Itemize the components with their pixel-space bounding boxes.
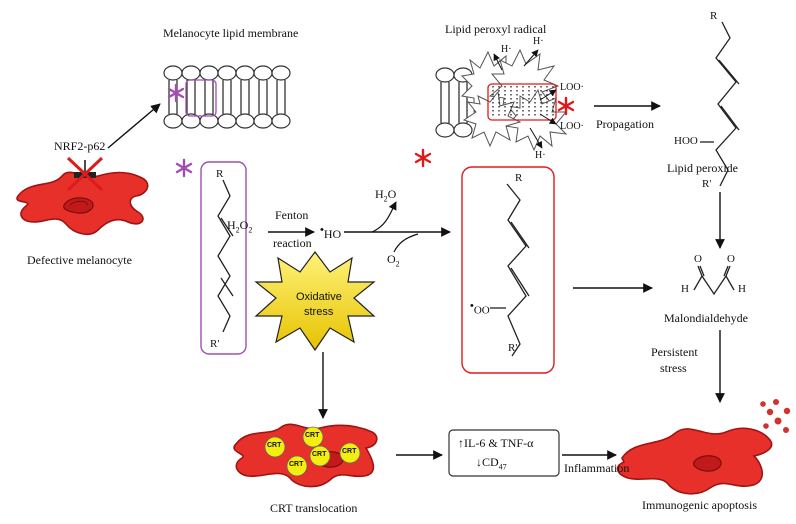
r-label-peroxyl: R <box>515 172 523 184</box>
mda-o-left: O <box>694 253 702 265</box>
arrow-water-out <box>371 201 397 233</box>
h-dot-2: H· <box>533 36 544 47</box>
persistent-label-2: stress <box>660 361 687 375</box>
inhibition-cross-icon <box>66 156 104 192</box>
asterisk-red-icon <box>557 96 575 116</box>
crt-badge-5: CRT <box>289 461 304 468</box>
r-label-purple: R <box>216 168 224 180</box>
asterisk-red-icon <box>414 148 432 168</box>
cytokine-box <box>448 429 560 477</box>
lipid-peroxide-label: Lipid peroxide <box>667 161 738 175</box>
h2o-label: H2O <box>375 187 397 204</box>
immunogenic-apoptosis-label: Immunogenic apoptosis <box>642 498 757 512</box>
inflammation-label: Inflammation <box>564 461 630 475</box>
fenton-label-2: reaction <box>273 236 312 250</box>
r-label-peroxide: R <box>710 10 718 22</box>
defective-melanocyte-label: Defective melanocyte <box>27 253 132 267</box>
asterisk-purple-icon <box>175 158 193 178</box>
peroxyl-title: Lipid peroxyl radical <box>445 22 547 36</box>
peroxyl-lipid-structure <box>461 166 555 374</box>
peroxyl-oo-label: •OO <box>470 300 490 317</box>
oxidative-label-2: stress <box>304 306 334 318</box>
malondialdehyde-label: Malondialdehyde <box>664 311 748 325</box>
crt-badge-1: CRT <box>267 442 282 449</box>
arrow-oxygen-in <box>393 233 419 253</box>
hydroxyl-label: •HO <box>320 224 342 241</box>
cytokine-label: ↑IL-6 & TNF-α <box>458 436 534 450</box>
mda-h-left: H <box>681 283 689 295</box>
cd47-label: ↓CD47 <box>476 455 507 472</box>
lipid-peroxide-structure <box>700 21 740 187</box>
asterisk-purple-icon <box>167 83 185 103</box>
membrane-title: Melanocyte lipid membrane <box>163 26 299 40</box>
peroxyl-membrane <box>435 48 568 152</box>
h2o2-label: H2O2 <box>227 218 253 235</box>
hoo-label: HOO <box>674 135 698 147</box>
fenton-label-1: Fenton <box>275 208 309 222</box>
crt-badge-2: CRT <box>305 432 320 439</box>
apoptotic-cell <box>616 399 791 495</box>
oxidative-label-1: Oxidative <box>296 291 342 303</box>
rprime-label-peroxide: R' <box>702 178 712 190</box>
crt-badge-3: CRT <box>312 451 327 458</box>
propagation-label: Propagation <box>596 117 654 131</box>
mda-h-right: H <box>738 283 746 295</box>
lipid-structure-purple <box>200 161 247 355</box>
rprime-label-peroxyl: R' <box>508 342 518 354</box>
starburst-icon <box>254 251 376 352</box>
crt-translocation-label: CRT translocation <box>270 501 358 515</box>
arrow-cell-to-membrane <box>107 103 161 149</box>
loo-label-2: LOO· <box>560 121 584 132</box>
h-dot-3: H· <box>535 150 546 161</box>
rprime-label-purple: R' <box>210 338 220 350</box>
melanocyte-membrane <box>163 65 291 129</box>
nrf2-label: NRF2-p62 <box>54 139 106 153</box>
crt-translocation-cell <box>233 423 378 488</box>
defective-melanocyte-cell <box>16 171 149 236</box>
persistent-label-1: Persistent <box>651 345 698 359</box>
malondialdehyde-structure <box>693 265 735 296</box>
crt-badge-4: CRT <box>342 448 357 455</box>
h-dot-1: H· <box>501 44 512 55</box>
loo-label-1: LOO· <box>560 82 584 93</box>
o2-label: O2 <box>387 252 400 269</box>
mda-o-right: O <box>727 253 735 265</box>
